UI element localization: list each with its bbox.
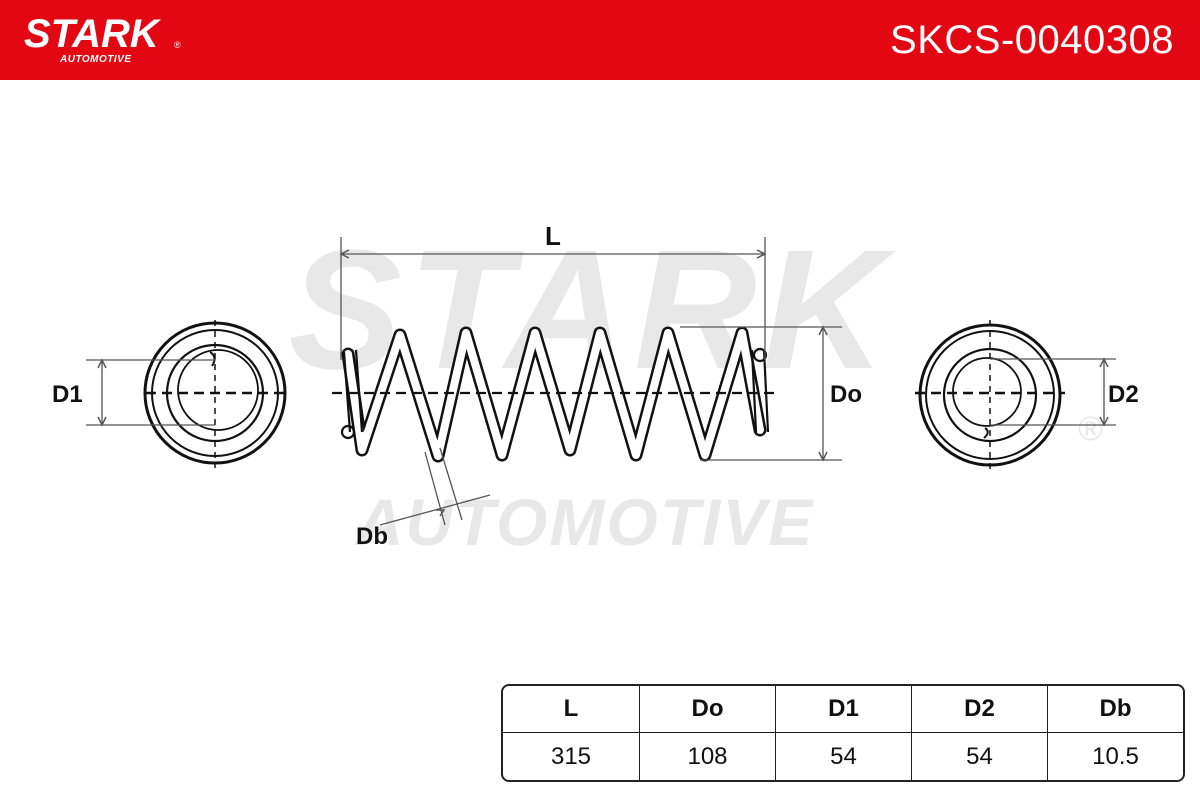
right-end-view [915, 320, 1065, 470]
logo-wordmark: STARK [24, 12, 159, 56]
part-number: SKCS-0040308 [890, 18, 1174, 62]
value-cell-db: 10.5 [1047, 733, 1183, 780]
value-cell-d1: 54 [775, 733, 911, 780]
db-label: Db [356, 523, 388, 550]
value-cell-l: 315 [550, 742, 592, 770]
d2-label: D2 [1108, 381, 1139, 408]
value-cell-do: 108 [639, 733, 775, 780]
header-bar: STARK AUTOMOTIVE ® SKCS-0040308 [0, 0, 1200, 80]
header-cell-l: L [503, 686, 639, 733]
watermark-reg: ® [1078, 410, 1103, 448]
header-cell-d2: D2 [911, 686, 1047, 733]
spec-table: L Do D1 D2 Db 315 108 54 54 10.5 [501, 684, 1185, 782]
value-cell-d2: 54 [911, 733, 1047, 780]
header-cell-d1: D1 [775, 686, 911, 733]
l-dimension [339, 237, 767, 360]
left-end-view [143, 320, 287, 468]
do-dimension [680, 325, 842, 462]
watermark-sub: AUTOMOTIVE [354, 485, 815, 559]
header-cell-db: Db [1047, 686, 1183, 733]
stark-logo: STARK AUTOMOTIVE ® [24, 12, 181, 65]
logo-tagline: AUTOMOTIVE [60, 54, 132, 65]
d1-dimension [86, 358, 215, 427]
d2-dimension [990, 357, 1116, 427]
spring-end-coils [340, 347, 770, 440]
db-dimension [379, 447, 491, 526]
do-label: Do [830, 381, 862, 408]
d1-label: D1 [52, 381, 83, 408]
spring-side-view-inner [344, 329, 764, 460]
header-cell-do: Do [639, 686, 775, 733]
l-label: L [545, 221, 561, 251]
spring-drawing: STARK AUTOMOTIVE ® D1 L [52, 215, 1139, 559]
logo-registered-mark: ® [174, 40, 181, 50]
